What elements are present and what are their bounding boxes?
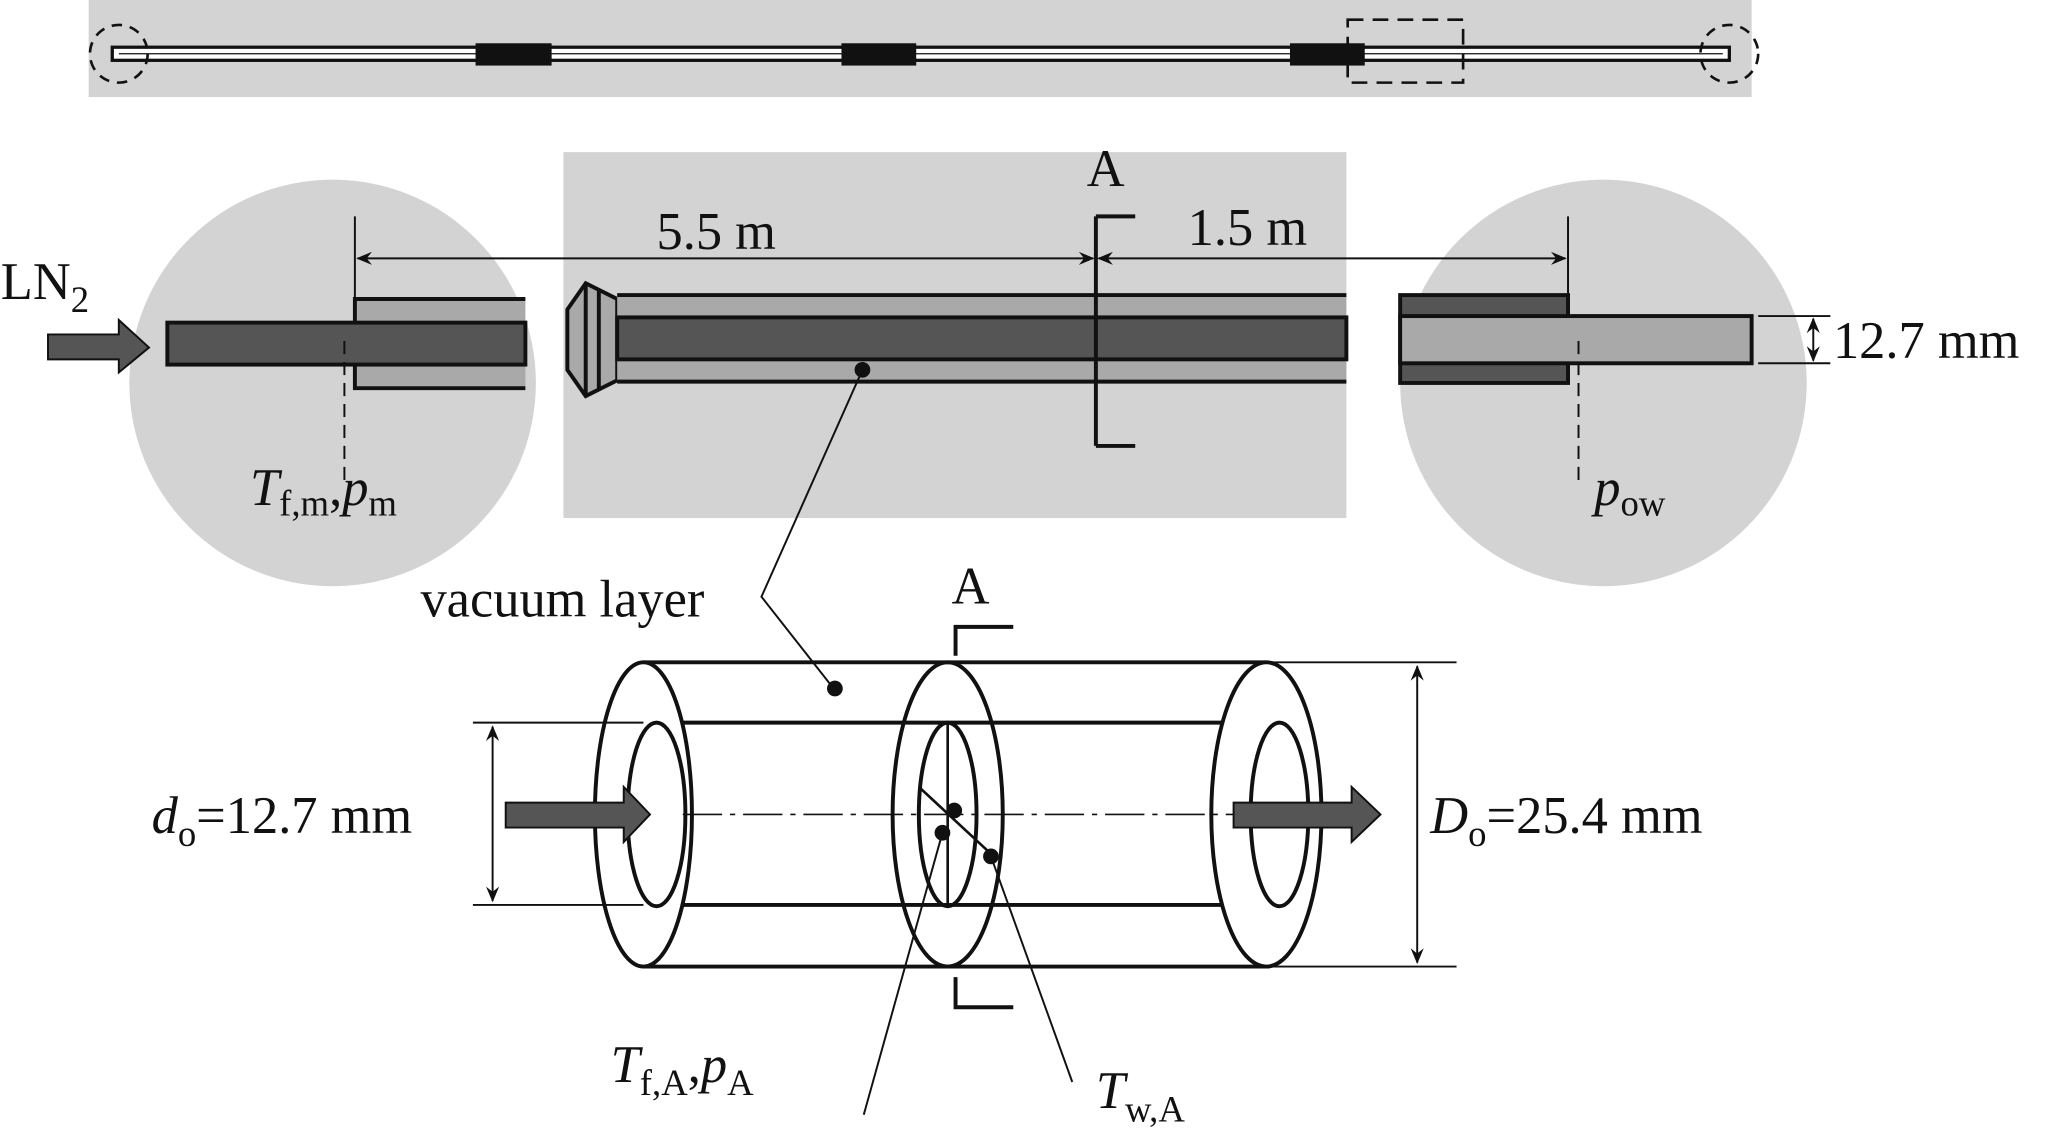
detail-box (1346, 18, 1465, 84)
inner-diameter-label: do=12.7 mm (152, 787, 413, 854)
section-label-bottom: A (952, 557, 990, 615)
inlet-label: LN2 (1, 253, 89, 320)
overview-panel (88, 0, 1760, 98)
length-label-1: 5.5 m (657, 203, 776, 261)
flow-arrow-in (504, 784, 652, 845)
detail-circle-left (88, 23, 149, 84)
support-block (475, 43, 552, 66)
flow-arrow-out (1232, 784, 1382, 845)
inlet-arrow (47, 317, 151, 375)
twa-label: Tw,A (1096, 1062, 1185, 1129)
section-label-top: A (1087, 140, 1125, 198)
detail-views (47, 152, 1831, 690)
tfa-pa-label: Tf,A,pA (611, 1036, 754, 1103)
length-label-2: 1.5 m (1188, 199, 1307, 257)
pow-label: pow (1590, 459, 1666, 523)
vacuum-layer-label: vacuum layer (420, 570, 704, 628)
support-block (841, 43, 917, 66)
fitting (565, 280, 620, 399)
tfm-pm-label: Tf,m,pm (250, 459, 397, 523)
pipe-diameter-label: 12.7 mm (1833, 312, 2019, 370)
outer-diameter-label: Do=25.4 mm (1429, 787, 1702, 854)
section-marker-a (1093, 214, 1136, 448)
detail-circle-right (1699, 23, 1760, 84)
support-block (1289, 43, 1365, 66)
